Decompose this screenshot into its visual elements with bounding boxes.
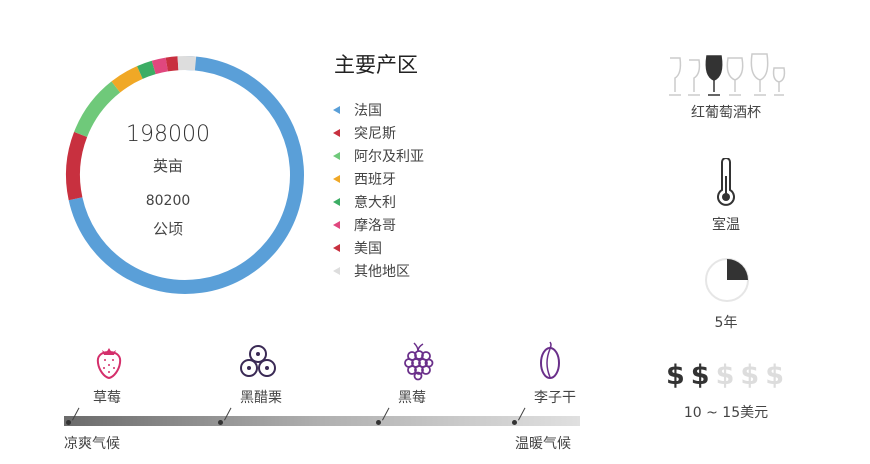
warm-climate-label: 温暖气候: [515, 436, 571, 452]
donut-segment-6: [165, 56, 179, 72]
legend-marker-icon: [333, 243, 340, 252]
price-range-label: 10 ~ 15美元: [683, 405, 769, 421]
donut-segment-0: [68, 56, 304, 294]
regions-legend: 法国突尼斯阿尔及利亚西班牙意大利摩洛哥美国其他地区: [333, 98, 424, 282]
legend-marker-icon: [333, 266, 340, 275]
blackberry-icon: [404, 342, 434, 381]
glass-type-label: 红葡萄酒杯: [691, 105, 761, 121]
flavor-label-strawberry: 草莓: [93, 390, 121, 406]
legend-item: 阿尔及利亚: [333, 144, 424, 167]
donut-segment-1: [66, 131, 88, 201]
flavor-marker-blackberry: [376, 420, 381, 425]
strawberry-icon: [96, 348, 122, 380]
legend-label: 阿尔及利亚: [354, 148, 424, 165]
area-acres-unit: 英亩: [152, 157, 183, 175]
flavor-label-blackcurrant: 黑醋栗: [240, 390, 282, 406]
legend-label: 法国: [354, 102, 382, 119]
legend-item: 法国: [333, 98, 424, 121]
legend-item: 摩洛哥: [333, 213, 424, 236]
legend-marker-icon: [333, 220, 340, 229]
flavor-marker-strawberry: [66, 420, 71, 425]
legend-item: 意大利: [333, 190, 424, 213]
red-wine-glass-icon: [705, 55, 723, 96]
price-dollar-icon: $: [690, 360, 716, 391]
donut-segment-2: [74, 81, 121, 138]
legend-label: 西班牙: [354, 171, 396, 188]
aging-pie-icon: [705, 258, 749, 302]
legend-marker-icon: [333, 174, 340, 183]
flavor-label-prune: 李子干: [534, 390, 576, 406]
region-donut-chart: [66, 56, 304, 294]
flavor-marker-blackcurrant: [218, 420, 223, 425]
legend-marker-icon: [333, 128, 340, 137]
legend-label: 突尼斯: [354, 125, 396, 142]
legend-label: 其他地区: [354, 263, 410, 280]
price-dollar-icon: $: [765, 360, 790, 391]
climate-gradient-bar: [64, 416, 580, 426]
legend-label: 美国: [354, 240, 382, 257]
legend-marker-icon: [333, 105, 340, 114]
area-hectares-unit: 公顷: [152, 220, 183, 238]
donut-segment-3: [111, 66, 143, 93]
legend-item: 其他地区: [333, 259, 424, 282]
price-dollar-icon: $: [666, 360, 691, 391]
legend-item: 突尼斯: [333, 121, 424, 144]
legend-label: 意大利: [354, 194, 396, 211]
area-acres-value: 198000: [126, 122, 210, 147]
legend-item: 西班牙: [333, 167, 424, 190]
area-hectares-value: 80200: [145, 193, 191, 209]
cool-climate-label: 凉爽气候: [64, 436, 120, 452]
legend-marker-icon: [333, 197, 340, 206]
donut-segment-5: [151, 57, 169, 75]
flavor-label-blackberry: 黑莓: [398, 390, 426, 406]
price-dollar-icon: $: [715, 360, 741, 391]
flavor-marker-prune: [512, 420, 517, 425]
aging-pie-slice: [727, 259, 748, 280]
legend-item: 美国: [333, 236, 424, 259]
aging-label: 5年: [714, 315, 738, 331]
prune-icon: [540, 341, 560, 379]
thermometer-icon: [717, 158, 735, 206]
price-rating: $$$$$: [666, 360, 790, 391]
legend-marker-icon: [333, 151, 340, 160]
blackcurrant-icon: [240, 345, 276, 377]
donut-segment-4: [137, 60, 156, 79]
regions-title: 主要产区: [334, 53, 418, 77]
price-dollar-icon: $: [740, 360, 766, 391]
legend-label: 摩洛哥: [354, 217, 396, 234]
temperature-label: 室温: [712, 217, 740, 233]
wine-glasses-icon: [669, 53, 786, 96]
